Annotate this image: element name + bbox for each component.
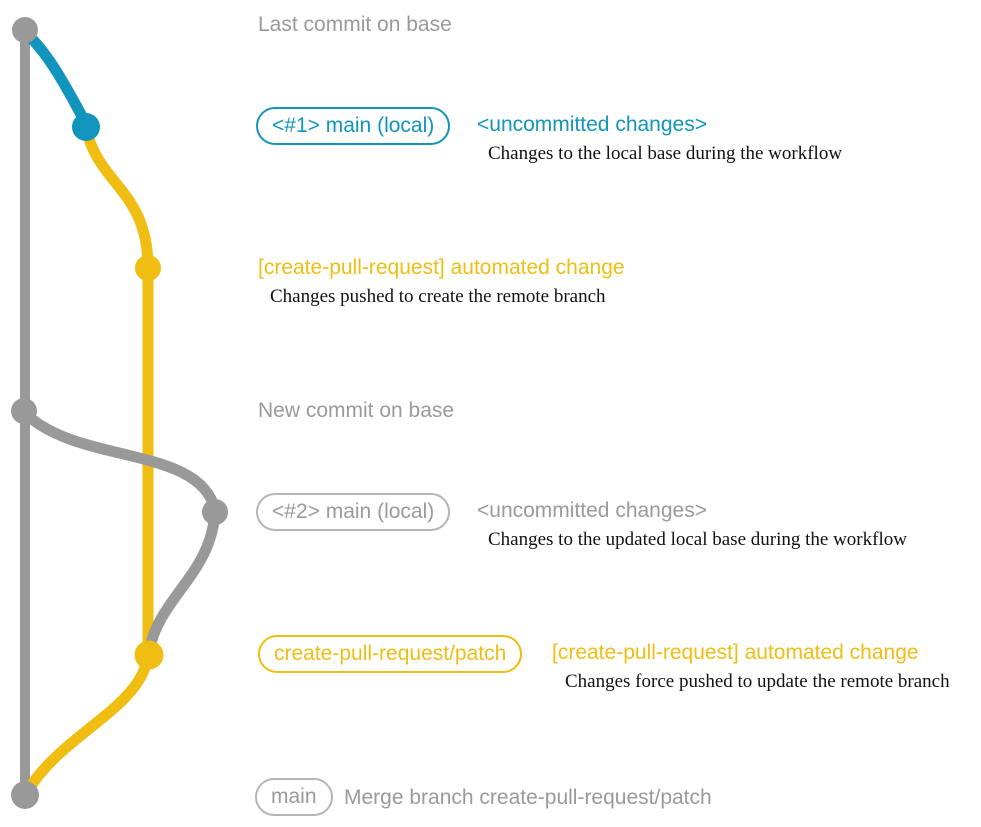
commit-dot-new-base bbox=[11, 398, 37, 424]
main-local-1-badge: <#1> main (local) bbox=[256, 107, 451, 146]
uncommitted-changes-2-label: <uncommitted changes> bbox=[477, 499, 707, 522]
merge-commit-label: Merge branch create-pull-request/patch bbox=[344, 786, 712, 809]
automated-change-2-label: [create-pull-request] automated change bbox=[552, 641, 919, 664]
commit-dot-uncommitted-2 bbox=[202, 499, 228, 525]
local-main-branch-segment bbox=[19, 26, 92, 130]
automated-change-2-note: Changes force pushed to update the remot… bbox=[565, 671, 950, 692]
local-to-patch-segment bbox=[143, 506, 221, 658]
commit-dot-automated-2 bbox=[134, 640, 164, 670]
main-local-2-badge: <#2> main (local) bbox=[256, 493, 451, 532]
commit-dot-uncommitted-1 bbox=[72, 113, 100, 141]
patch-branch-segment-upper bbox=[80, 122, 154, 274]
new-commit-label: New commit on base bbox=[258, 399, 455, 422]
uncommitted-changes-1-note: Changes to the local base during the wor… bbox=[488, 143, 843, 164]
patch-branch-badge: create-pull-request/patch bbox=[258, 635, 523, 674]
commit-dot-merge bbox=[11, 781, 39, 809]
git-graph bbox=[11, 17, 228, 809]
main-badge: main bbox=[255, 778, 333, 817]
automated-change-1-note: Changes pushed to create the remote bran… bbox=[270, 286, 606, 307]
patch-merge-segment bbox=[21, 649, 154, 798]
last-commit-label: Last commit on base bbox=[258, 13, 452, 36]
uncommitted-changes-2-note: Changes to the updated local base during… bbox=[488, 529, 907, 550]
commit-dot-last-base bbox=[12, 17, 38, 43]
automated-change-1-label: [create-pull-request] automated change bbox=[258, 256, 625, 279]
uncommitted-changes-1-label: <uncommitted changes> bbox=[477, 113, 707, 136]
base-to-local-branch-segment bbox=[19, 407, 221, 516]
commit-dot-automated-1 bbox=[135, 255, 161, 281]
